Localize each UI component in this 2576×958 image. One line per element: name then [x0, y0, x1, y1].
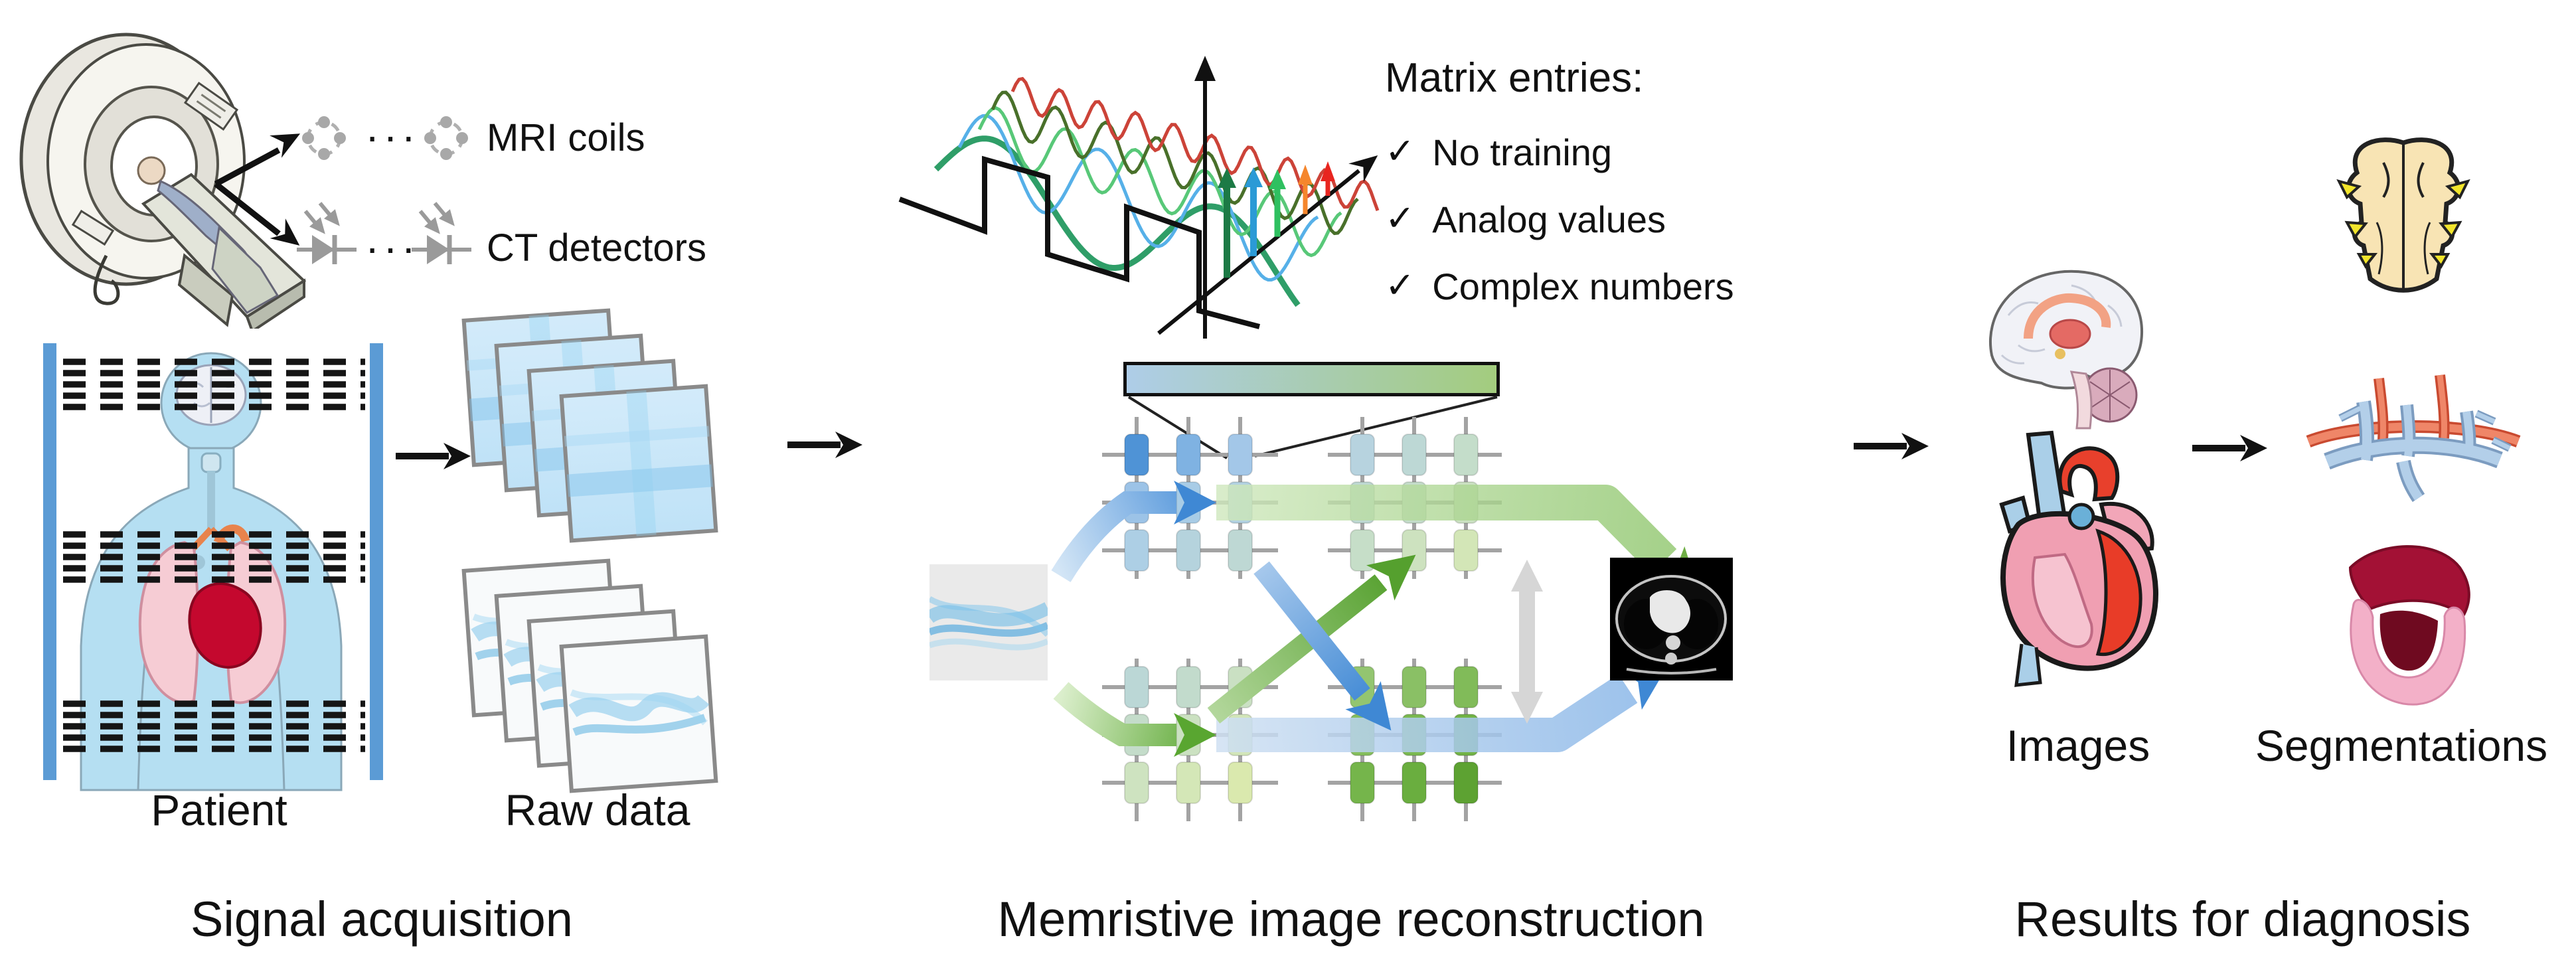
scanner-panel	[183, 82, 239, 131]
memristor-cell	[1453, 434, 1479, 476]
gradient-callout-lines	[1127, 396, 1498, 459]
segmentations-label: Segmentations	[2255, 721, 2548, 770]
matrix-entries-panel: Matrix entries: ✓ No training ✓ Analog v…	[1385, 54, 1734, 332]
memristor-cell	[1124, 434, 1149, 476]
square-wave	[898, 155, 1261, 329]
section-title-signal-acquisition: Signal acquisition	[191, 892, 573, 947]
matrix-entry-label: Complex numbers	[1432, 266, 1734, 307]
section-title-results: Results for diagnosis	[2014, 892, 2471, 947]
check-icon: ✓	[1385, 266, 1415, 305]
matrix-entry-item: ✓ Complex numbers	[1385, 265, 1734, 308]
sensor-icons	[297, 116, 471, 264]
check-icon: ✓	[1385, 131, 1415, 171]
brainstem-segmentation	[2336, 137, 2470, 293]
sine-wave-harmonic-5	[1010, 76, 1380, 211]
memristor-cell	[1176, 434, 1201, 476]
gray-double-arrow	[1511, 560, 1543, 724]
memristor-cell	[1124, 761, 1149, 804]
sinogram-stack	[461, 558, 718, 793]
memristor-cell	[1124, 529, 1149, 572]
patient-label: Patient	[151, 785, 287, 835]
memristor-cell	[1228, 529, 1253, 572]
memristor-cell	[1124, 666, 1149, 708]
fourier-decomposition-plot	[898, 56, 1380, 339]
blue-input-arrow	[1051, 491, 1176, 582]
memristor-cell	[1176, 761, 1201, 804]
memristor-crossbar	[929, 417, 1733, 821]
green-diagonal-arrow	[1207, 574, 1388, 724]
kspace-stack	[461, 308, 718, 543]
ellipsis: ···	[365, 224, 420, 272]
memristor-cell	[1402, 666, 1427, 708]
raw-data-stacks	[461, 308, 718, 793]
sine-wave-harmonic-4	[991, 90, 1359, 236]
arrow-reconstruction-to-images	[1854, 433, 1929, 459]
memristor-cell	[1402, 434, 1427, 476]
mri-coil-icon	[424, 116, 468, 160]
memristor-cell	[1453, 666, 1479, 708]
brain-image	[1989, 270, 2144, 430]
sine-wave-harmonic-2	[957, 114, 1319, 281]
matrix-entry-item: ✓ Analog values	[1385, 198, 1734, 241]
blue-path-band	[1216, 674, 1638, 752]
frequency-impulses	[1218, 161, 1335, 278]
memristor-cell	[1350, 529, 1375, 572]
input-rawdata-image	[929, 564, 1048, 680]
memristor-cell	[1453, 761, 1479, 804]
fork-arrows	[214, 147, 281, 236]
patient-head	[137, 156, 166, 185]
frequency-axis	[1157, 169, 1360, 335]
memristor-cell	[1176, 666, 1201, 708]
heart-segmentation	[2348, 545, 2470, 706]
mri-coil-icon	[302, 116, 346, 160]
memristor-cell	[1228, 434, 1253, 476]
coil-bar-left	[43, 343, 56, 780]
arrow-patient-to-rawdata	[396, 443, 471, 469]
memristor-cell	[1453, 529, 1479, 572]
conductance-gradient-bar	[1123, 362, 1500, 396]
blue-diagonal-arrow	[1253, 561, 1370, 701]
ct-detector-icon	[297, 202, 357, 264]
memristor-cell	[1350, 761, 1375, 804]
matrix-entry-item: ✓ No training	[1385, 131, 1734, 174]
memristor-cell	[1228, 761, 1253, 804]
memristor-cell	[1176, 529, 1201, 572]
images-label: Images	[2006, 721, 2150, 770]
matrix-entries-heading: Matrix entries:	[1385, 55, 1644, 101]
ct-detector-icon	[412, 202, 471, 264]
arrow-rawdata-to-reconstruction	[787, 432, 862, 458]
section-title-reconstruction: Memristive image reconstruction	[997, 892, 1705, 947]
check-icon: ✓	[1385, 199, 1415, 238]
mri-coils-label: MRI coils	[487, 116, 645, 159]
sampling-lines	[63, 359, 365, 752]
memristor-cell	[1402, 761, 1427, 804]
ellipsis: ···	[365, 112, 420, 160]
output-ct-image	[1610, 558, 1733, 680]
patient-heart	[188, 582, 262, 669]
matrix-entry-label: No training	[1432, 131, 1613, 173]
raw-data-label: Raw data	[505, 785, 690, 835]
vessels-segmentation	[2306, 374, 2521, 503]
heart-image	[1999, 430, 2158, 687]
memristor-cell	[1350, 434, 1375, 476]
green-input-arrow	[1053, 682, 1176, 746]
green-path-band	[1216, 485, 1677, 574]
sine-wave-harmonic-3	[977, 106, 1342, 258]
sine-wave-fundamental	[933, 135, 1301, 307]
arrow-images-to-segmentations	[2192, 435, 2267, 461]
mri-scanner-illustration	[19, 33, 307, 329]
fourier-waves	[933, 76, 1380, 307]
patient-illustration	[43, 343, 383, 791]
ct-detectors-label: CT detectors	[487, 226, 706, 270]
matrix-entry-label: Analog values	[1432, 199, 1666, 240]
coil-bar-right	[370, 343, 383, 780]
